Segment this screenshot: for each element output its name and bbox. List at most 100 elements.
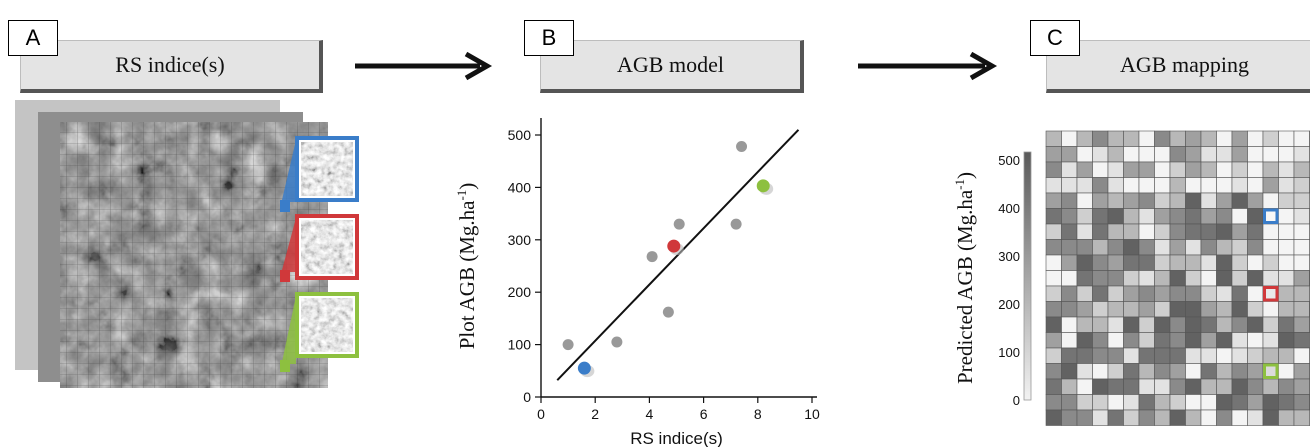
map-cell bbox=[1123, 347, 1140, 364]
map-cell bbox=[1061, 394, 1078, 411]
map-cell bbox=[1045, 270, 1062, 287]
map-cell bbox=[1231, 192, 1248, 209]
map-cell bbox=[1154, 394, 1171, 411]
map-cell bbox=[1154, 301, 1171, 318]
map-cell bbox=[1247, 161, 1264, 178]
map-cell bbox=[1262, 301, 1279, 318]
map-cell bbox=[1247, 223, 1264, 240]
map-cell bbox=[1247, 239, 1264, 256]
map-cell bbox=[1138, 347, 1155, 364]
x-tick-label: 4 bbox=[646, 406, 654, 422]
map-cell bbox=[1092, 409, 1109, 426]
x-axis-label: RS indice(s) bbox=[630, 429, 723, 447]
map-cell bbox=[1247, 363, 1264, 380]
map-cell bbox=[1247, 347, 1264, 364]
map-cell bbox=[1216, 301, 1233, 318]
map-cell bbox=[1293, 254, 1310, 271]
map-cell bbox=[1061, 223, 1078, 240]
map-cell bbox=[1185, 161, 1202, 178]
y-tick-label: 500 bbox=[508, 127, 532, 143]
map-cell bbox=[1293, 146, 1310, 163]
map-cell bbox=[1262, 161, 1279, 178]
map-cell bbox=[1061, 285, 1078, 302]
map-cell bbox=[1293, 208, 1310, 225]
map-cell bbox=[1216, 347, 1233, 364]
map-cell bbox=[1293, 409, 1310, 426]
legend-tick-label: 500 bbox=[998, 153, 1020, 168]
map-cell bbox=[1293, 270, 1310, 287]
map-cell bbox=[1092, 192, 1109, 209]
agb-map-grid bbox=[1045, 130, 1310, 426]
map-cell bbox=[1154, 285, 1171, 302]
map-cell bbox=[1231, 223, 1248, 240]
map-cell bbox=[1107, 301, 1124, 318]
map-cell bbox=[1231, 316, 1248, 333]
map-cell bbox=[1123, 208, 1140, 225]
map-cell bbox=[1169, 161, 1186, 178]
map-cell bbox=[1076, 130, 1093, 147]
map-cell bbox=[1231, 378, 1248, 395]
map-cell bbox=[1169, 177, 1186, 194]
map-cell bbox=[1045, 316, 1062, 333]
map-cell bbox=[1045, 208, 1062, 225]
map-cell bbox=[1169, 208, 1186, 225]
map-cell bbox=[1231, 239, 1248, 256]
map-cell bbox=[1061, 347, 1078, 364]
map-cell bbox=[1200, 363, 1217, 380]
map-cell bbox=[1262, 239, 1279, 256]
arrow-b-to-c bbox=[858, 51, 998, 81]
map-cell bbox=[1138, 192, 1155, 209]
map-cell bbox=[1123, 146, 1140, 163]
map-cell bbox=[1216, 208, 1233, 225]
map-cell bbox=[1216, 409, 1233, 426]
map-cell bbox=[1262, 409, 1279, 426]
map-cell bbox=[1278, 161, 1295, 178]
map-cell bbox=[1138, 161, 1155, 178]
map-cell bbox=[1123, 394, 1140, 411]
map-cell bbox=[1138, 378, 1155, 395]
map-cell bbox=[1045, 223, 1062, 240]
map-cell bbox=[1061, 378, 1078, 395]
map-cell bbox=[1200, 161, 1217, 178]
map-cell bbox=[1092, 316, 1109, 333]
map-cell bbox=[1169, 316, 1186, 333]
map-cell bbox=[1092, 285, 1109, 302]
map-cell bbox=[1231, 363, 1248, 380]
map-cell bbox=[1200, 192, 1217, 209]
y-tick-label: 400 bbox=[508, 179, 532, 195]
map-cell bbox=[1045, 347, 1062, 364]
map-cell bbox=[1169, 192, 1186, 209]
map-cell bbox=[1185, 332, 1202, 349]
map-cell bbox=[1107, 239, 1124, 256]
map-cell bbox=[1216, 130, 1233, 147]
map-cell bbox=[1216, 254, 1233, 271]
map-cell bbox=[1247, 146, 1264, 163]
map-cell bbox=[1123, 192, 1140, 209]
map-cell bbox=[1138, 409, 1155, 426]
map-cell bbox=[1169, 146, 1186, 163]
map-cell bbox=[1293, 223, 1310, 240]
map-cell bbox=[1185, 177, 1202, 194]
map-cell bbox=[1092, 239, 1109, 256]
data-point bbox=[730, 218, 742, 230]
map-cell bbox=[1107, 177, 1124, 194]
map-cell bbox=[1123, 285, 1140, 302]
map-cell bbox=[1185, 378, 1202, 395]
map-cell bbox=[1185, 363, 1202, 380]
legend-tick-label: 100 bbox=[998, 345, 1020, 360]
map-cell bbox=[1169, 394, 1186, 411]
map-cell bbox=[1045, 239, 1062, 256]
panel-c-tag: C bbox=[1030, 20, 1080, 56]
y-tick-label: 100 bbox=[508, 337, 532, 353]
map-cell bbox=[1231, 161, 1248, 178]
map-cell bbox=[1045, 161, 1062, 178]
map-cell bbox=[1123, 177, 1140, 194]
map-cell bbox=[1107, 409, 1124, 426]
map-cell bbox=[1123, 223, 1140, 240]
map-cell bbox=[1231, 270, 1248, 287]
data-point bbox=[611, 336, 623, 348]
map-cell bbox=[1293, 130, 1310, 147]
map-cell bbox=[1169, 378, 1186, 395]
map-cell bbox=[1185, 208, 1202, 225]
map-cell bbox=[1138, 285, 1155, 302]
